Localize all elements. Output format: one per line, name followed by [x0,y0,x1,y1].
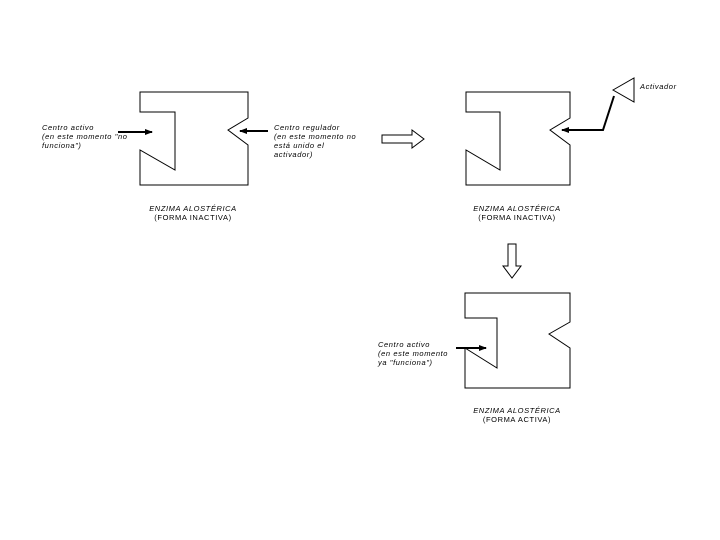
enzyme-3-name: ENZIMA ALOSTÉRICA [473,406,561,415]
active-site-3-label: Centro activo (en este momento ya "funci… [378,340,448,367]
regulatory-site-1-label-line4: activador) [274,150,313,159]
transition-arrow-right [381,129,425,149]
active-site-1-label-line3: funciona") [42,141,82,150]
enzyme-1-shape [139,91,249,186]
enzyme-1-caption: ENZIMA ALOSTÉRICA (FORMA INACTIVA) [133,204,253,222]
active-site-3-label-line3: ya "funciona") [378,358,433,367]
enzyme-1-state: (FORMA INACTIVA) [154,213,232,222]
regulatory-site-1-label-line1: Centro regulador [274,123,340,132]
regulatory-site-1-label-line2: (en este momento no [274,132,357,141]
active-site-3-label-line1: Centro activo [378,340,430,349]
enzyme-3-state: (FORMA ACTIVA) [482,415,552,424]
activator-shape [611,77,635,103]
activator-label: Activador [640,82,677,91]
enzyme-2-name: ENZIMA ALOSTÉRICA [473,204,561,213]
active-site-1-label-line2: (en este momento "no [42,132,128,141]
transition-arrow-down [502,243,522,279]
enzyme-2-caption: ENZIMA ALOSTÉRICA (FORMA INACTIVA) [457,204,577,222]
active-site-3-label-line2: (en este momento [378,349,449,358]
enzyme-2-shape [465,91,571,186]
regulatory-site-1-label: Centro regulador (en este momento no est… [274,123,356,159]
enzyme-3-shape [464,292,571,389]
enzyme-3-caption: ENZIMA ALOSTÉRICA (FORMA ACTIVA) [457,406,577,424]
enzyme-1-name: ENZIMA ALOSTÉRICA [149,204,237,213]
activator-binding-arrow [561,95,615,133]
active-site-1-label-line1: Centro activo [42,123,94,132]
regulatory-site-1-label-line3: está unido el [274,141,325,150]
enzyme-2-state: (FORMA INACTIVA) [478,213,556,222]
active-site-1-label: Centro activo (en este momento "no funci… [42,123,128,150]
